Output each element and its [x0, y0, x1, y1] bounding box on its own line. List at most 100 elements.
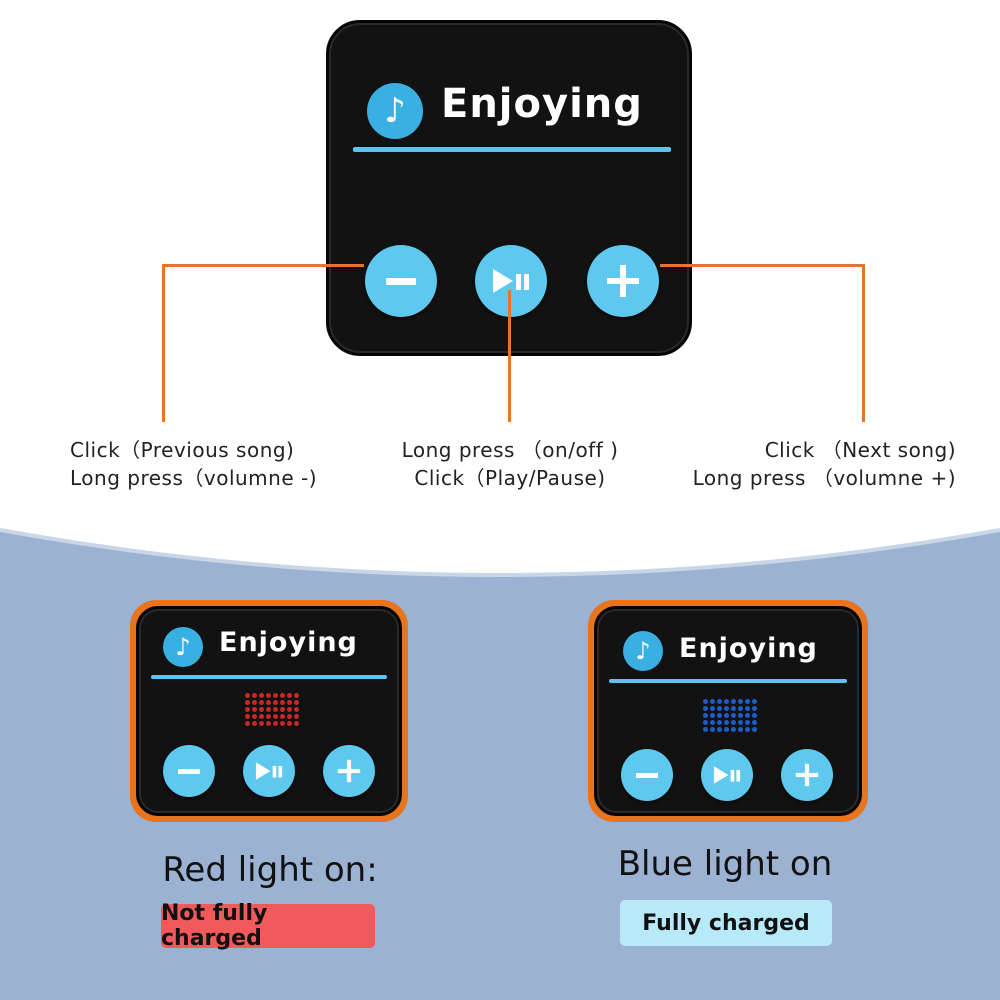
indicator-dot [259, 700, 264, 705]
indicator-dot [752, 727, 757, 732]
music-note-icon: ♪ [623, 631, 663, 671]
blue-indicator-light [703, 699, 757, 732]
indicator-dot [724, 727, 729, 732]
indicator-dot [717, 713, 722, 718]
indicator-dot [724, 706, 729, 711]
play-pause-icon [713, 766, 741, 784]
callout-line-minus-vertical [162, 264, 165, 422]
indicator-dot [738, 706, 743, 711]
music-note-icon: ♪ [163, 627, 203, 667]
minus-button[interactable] [621, 749, 673, 801]
indicator-dot [717, 727, 722, 732]
music-note-icon: ♪ [367, 83, 423, 139]
indicator-dot [703, 713, 708, 718]
indicator-dot [280, 721, 285, 726]
indicator-dot [738, 720, 743, 725]
indicator-dot [710, 720, 715, 725]
plus-caption-line1: Click （Next song) [764, 438, 956, 462]
indicator-dot [717, 699, 722, 704]
plus-icon [607, 265, 639, 297]
indicator-dot [710, 727, 715, 732]
indicator-dot [703, 699, 708, 704]
minus-button[interactable] [163, 745, 215, 797]
blue-status-badge: Fully charged [620, 900, 832, 946]
indicator-dot [752, 713, 757, 718]
indicator-dot [252, 693, 257, 698]
minus-icon [178, 769, 200, 774]
indicator-dot [280, 714, 285, 719]
indicator-dot [738, 727, 743, 732]
indicator-dot [752, 706, 757, 711]
indicator-dot [266, 700, 271, 705]
indicator-dot [245, 700, 250, 705]
indicator-dot [703, 727, 708, 732]
indicator-dot [287, 693, 292, 698]
minus-button[interactable] [365, 245, 437, 317]
indicator-dot [287, 721, 292, 726]
indicator-dot [731, 720, 736, 725]
play-pause-button[interactable] [475, 245, 547, 317]
patch-divider [353, 147, 671, 152]
indicator-dot [745, 713, 750, 718]
play-pause-button[interactable] [243, 745, 295, 797]
indicator-dot [280, 693, 285, 698]
play-button-caption: Long press （on/off ) Click（Play/Pause) [380, 436, 640, 492]
plus-caption-line2: Long press （volumne +) [692, 466, 956, 490]
indicator-dot [280, 707, 285, 712]
indicator-dot [266, 721, 271, 726]
red-status-badge: Not fully charged [161, 901, 375, 951]
play-caption-line1: Long press （on/off ) [401, 438, 619, 462]
indicator-dot [287, 700, 292, 705]
play-caption-line2: Click（Play/Pause) [414, 466, 606, 490]
minus-icon [386, 278, 416, 285]
indicator-dot [273, 707, 278, 712]
indicator-dot [703, 706, 708, 711]
indicator-dot [245, 707, 250, 712]
indicator-dot [731, 706, 736, 711]
patch-title: Enjoying [441, 81, 643, 127]
indicator-dot [280, 700, 285, 705]
indicator-dot [717, 720, 722, 725]
indicator-dot [252, 714, 257, 719]
indicator-dot [259, 693, 264, 698]
indicator-dot [717, 706, 722, 711]
blue-light-patch: ♪ Enjoying [594, 606, 862, 816]
play-pause-icon [493, 269, 529, 293]
indicator-dot [266, 714, 271, 719]
indicator-dot [738, 713, 743, 718]
red-indicator-light [245, 693, 299, 726]
plus-button[interactable] [587, 245, 659, 317]
indicator-dot [710, 706, 715, 711]
indicator-dot [294, 707, 299, 712]
indicator-dot [710, 713, 715, 718]
indicator-dot [252, 721, 257, 726]
plus-icon [337, 759, 361, 783]
plus-button[interactable] [781, 749, 833, 801]
indicator-dot [731, 699, 736, 704]
indicator-dot [294, 693, 299, 698]
indicator-dot [273, 714, 278, 719]
patch-divider [609, 679, 847, 683]
plus-button[interactable] [323, 745, 375, 797]
indicator-dot [745, 720, 750, 725]
indicator-dot [731, 713, 736, 718]
indicator-dot [731, 727, 736, 732]
indicator-dot [294, 700, 299, 705]
play-pause-button[interactable] [701, 749, 753, 801]
minus-caption-line1: Click（Previous song) [70, 438, 295, 462]
indicator-dot [259, 714, 264, 719]
indicator-dot [294, 714, 299, 719]
indicator-dot [724, 720, 729, 725]
plus-button-caption: Click （Next song) Long press （volumne +) [693, 436, 956, 492]
indicator-dot [724, 713, 729, 718]
indicator-dot [745, 727, 750, 732]
indicator-dot [259, 707, 264, 712]
indicator-dot [259, 721, 264, 726]
indicator-dot [738, 699, 743, 704]
minus-button-caption: Click（Previous song) Long press（volumne … [70, 436, 317, 492]
plus-icon [795, 763, 819, 787]
indicator-dot [252, 707, 257, 712]
indicator-dot [252, 700, 257, 705]
callout-line-play-vertical [508, 290, 511, 422]
callout-line-plus-vertical [862, 264, 865, 422]
